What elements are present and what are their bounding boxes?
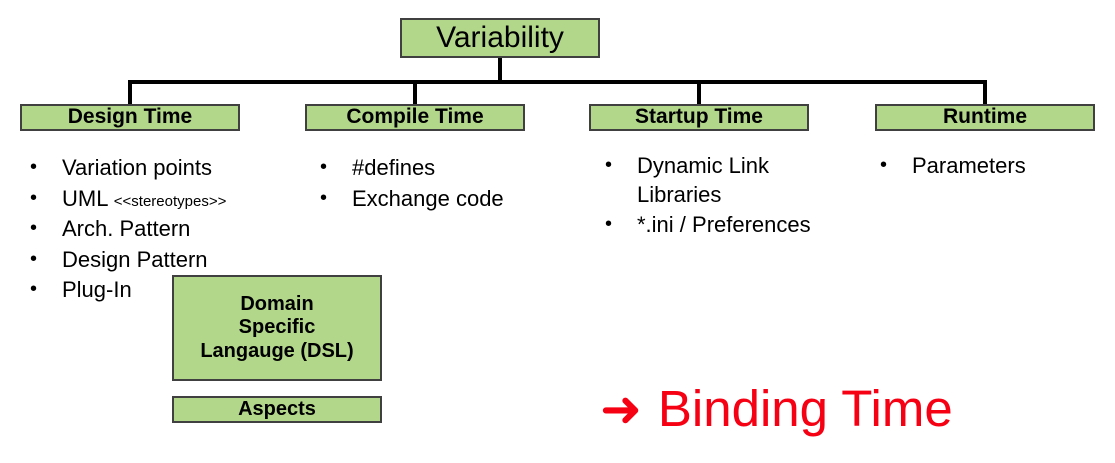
note-label-aspects: Aspects [238,397,316,420]
list-item-label: Variation points [62,155,213,180]
note-box-aspects: Aspects [172,396,382,423]
list-item: • Arch. Pattern [30,215,280,244]
bullet-icon: • [605,154,613,176]
note-line-3: Langauge (DSL) [200,339,354,362]
list-item-label: #defines [352,155,436,180]
right-arrow-icon: ➜ [600,379,642,438]
root-box-label: Variability [436,21,564,55]
list-item-label: Exchange code [352,185,504,211]
drop-line-startup-time [697,80,701,104]
bullet-icon: • [30,217,38,240]
list-item-label: Parameters [912,153,1026,178]
note-line-2: Specific [238,316,316,339]
bullet-icon: • [320,156,328,178]
list-item-label: Design Pattern [62,246,208,272]
list-item-stereotype-text: <<stereotypes>> [113,192,227,210]
root-stem-line [498,57,502,83]
root-box-variability: Variability [400,18,600,58]
bullet-list-design-time: • Variation points • UML <<stereotypes>>… [30,154,280,307]
bullet-icon: • [605,213,613,236]
bullet-list-compile-time: • #defines • Exchange code [320,154,570,215]
drop-line-compile-time [413,80,417,104]
drop-line-runtime [983,80,987,104]
drop-line-design-time [128,80,132,104]
list-item-label: Dynamic Link Libraries [637,153,770,207]
category-label-compile-time: Compile Time [346,105,484,129]
bullet-icon: • [880,154,888,176]
category-box-runtime: Runtime [875,104,1095,131]
binding-time-callout: ➜ Binding Time [600,383,953,434]
bullet-icon: • [320,186,328,209]
list-item: • *.ini / Preferences [605,211,855,240]
list-item: • #defines [320,154,570,183]
bullet-icon: • [30,156,38,178]
note-box-dsl: Domain Specific Langauge (DSL) [172,275,382,381]
bullet-icon: • [30,278,38,301]
bullet-icon: • [30,186,38,209]
category-label-design-time: Design Time [67,105,193,129]
horizontal-bus-line [128,80,986,84]
list-item-label: Plug-In [62,277,132,303]
list-item-main-text: UML [62,185,108,211]
binding-time-label: Binding Time [657,380,953,437]
list-item-label: Arch. Pattern [62,216,191,242]
bullet-icon: • [30,247,38,270]
bullet-list-runtime: • Parameters [880,152,1100,183]
list-item-label: *.ini / Preferences [637,212,811,238]
list-item: • Dynamic Link Libraries [605,152,855,209]
category-label-startup-time: Startup Time [635,105,763,129]
bullet-list-startup-time: • Dynamic Link Libraries • *.ini / Prefe… [605,152,855,242]
category-label-runtime: Runtime [943,105,1027,129]
category-box-design-time: Design Time [20,104,240,131]
list-item: • Exchange code [320,185,570,214]
note-line-1: Domain [240,292,314,315]
category-box-startup-time: Startup Time [589,104,809,131]
category-box-compile-time: Compile Time [305,104,525,131]
list-item-label: UML <<stereotypes>> [62,185,280,214]
list-item: • UML <<stereotypes>> [30,185,280,214]
list-item: • Parameters [880,152,1100,181]
list-item: • Design Pattern [30,246,280,275]
list-item: • Variation points [30,154,280,183]
list-item: • Plug-In [30,276,280,305]
